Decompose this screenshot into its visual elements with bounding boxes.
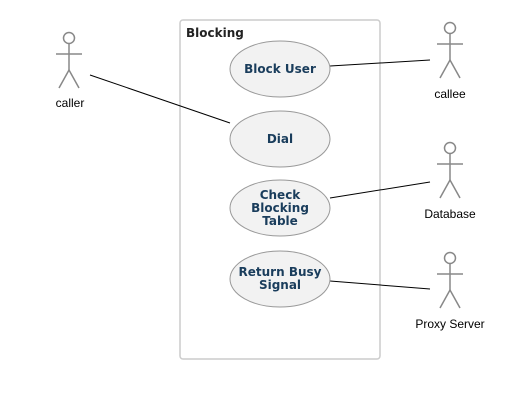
actor-label-callee: callee — [434, 87, 466, 101]
usecase-dial[interactable] — [229, 110, 331, 168]
usecase-block-user[interactable] — [229, 40, 331, 98]
association-caller-dial — [89, 74, 231, 124]
usecase-label-check-blocking-table: Check Blocking Table — [251, 187, 309, 228]
usecase-label-dial: Dial — [266, 131, 294, 146]
association-database-check-blocking-table — [329, 181, 431, 199]
usecase-check-blocking-table[interactable] — [229, 179, 331, 237]
usecase-return-busy-signal[interactable] — [229, 250, 331, 308]
system-boundary-title: Blocking — [186, 26, 244, 40]
association-callee-block-user — [329, 59, 431, 67]
association-proxy-return-busy-signal — [329, 280, 431, 290]
actor-database-figure[interactable] — [437, 141, 463, 199]
actor-label-caller: caller — [55, 96, 85, 110]
actor-label-proxy-server: Proxy Server — [415, 317, 485, 331]
usecase-label-block-user: Block User — [244, 61, 316, 76]
actor-caller-figure[interactable] — [56, 31, 82, 89]
actor-proxy-server-figure[interactable] — [437, 251, 463, 309]
actor-label-database: Database — [424, 207, 476, 221]
actor-callee-figure[interactable] — [437, 21, 463, 79]
usecase-label-return-busy-signal: Return Busy Signal — [238, 265, 322, 292]
